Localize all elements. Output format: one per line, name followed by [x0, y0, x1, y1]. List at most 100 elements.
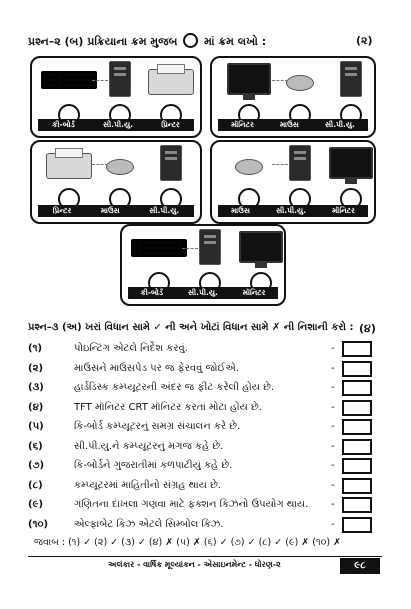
answer-box[interactable] — [342, 497, 372, 513]
statement-dash: - — [331, 343, 335, 354]
device-item — [269, 145, 331, 210]
sequence-group: મૉનિટર માઉસ સી.પી.યુ. — [210, 56, 376, 138]
footer-divider — [28, 556, 382, 557]
sequence-group: માઉસ સી.પી.યુ. મૉનિટર — [210, 140, 376, 224]
statement-dash: - — [331, 440, 335, 452]
statement-dash: - — [331, 479, 335, 491]
answer-box[interactable] — [342, 380, 372, 396]
q2-number: પ્રશ્ન–૨ — [28, 35, 61, 48]
device-item — [269, 61, 331, 126]
answer-box[interactable] — [342, 399, 372, 416]
statement-number: (૭) — [28, 460, 45, 471]
statement-number: (૮) — [28, 479, 43, 491]
mouse-icon — [235, 159, 263, 175]
sequence-group: કી-બોર્ડ સી.પી.યુ. પ્રિન્ટર — [30, 56, 202, 138]
statement-text: TFT મૉનિટર CRT મૉનિટર કરતાં મોટા હોય છે. — [74, 401, 262, 413]
statement-dash: - — [331, 401, 335, 413]
circle-icon — [183, 33, 199, 48]
device-label-bar: માઉસ સી.પી.યુ. મૉનિટર — [218, 205, 368, 217]
mouse-icon — [286, 75, 314, 91]
connector-line — [272, 164, 288, 165]
statement-text: હાર્ડડિસ્ક કમ્પ્યૂટરની અંદર જ ફીટ કરેલી … — [74, 382, 275, 393]
device-label: પ્રિન્ટર — [52, 206, 72, 215]
q3-part: (અ) — [61, 322, 82, 333]
q3-instruction: ખરાં વિધાન સામે ✓ ની અને ખોટાં વિધાન સામ… — [85, 322, 354, 333]
connector-line — [272, 80, 288, 81]
statement-row: (૮) કમ્પ્યૂટરમાં માહિતીનો સંગ્રહ થાય છે. - — [28, 477, 380, 496]
device-label: પ્રિન્ટર — [161, 120, 180, 129]
q2-marks: (૨) — [356, 34, 373, 47]
device-label: સી.પી.યુ. — [276, 206, 307, 215]
statement-number: (૧૦) — [28, 518, 49, 530]
statement-number: (૩) — [28, 382, 44, 393]
statement-number: (૫) — [28, 421, 44, 432]
device-label: મૉનિટર — [231, 120, 254, 129]
statement-row: (૬) સી.પી.યુ.ને કમ્પ્યૂટરનું મગજ કહે છે. - — [28, 438, 380, 457]
statement-dash: - — [331, 460, 335, 471]
statement-row: (૪) TFT મૉનિટર CRT મૉનિટર કરતાં મોટા હોય … — [28, 399, 380, 418]
answer-key: જવાબ : (૧) ✓ (૨) ✓ (૩) ✓ (૪) ✗ (૫) ✗ (૬)… — [34, 537, 342, 548]
sequence-group: પ્રિન્ટર માઉસ સી.પી.યુ. — [30, 140, 202, 224]
cpu-icon — [160, 145, 182, 181]
device-label: કી-બોર્ડ — [52, 120, 75, 129]
statement-dash: - — [331, 518, 335, 530]
device-item — [320, 61, 382, 126]
device-label: સી.પી.યુ. — [103, 120, 133, 129]
device-label: માઉસ — [100, 206, 120, 215]
statement-number: (૬) — [28, 440, 43, 452]
device-label: મૉનિટર — [332, 206, 355, 215]
answer-box[interactable] — [342, 477, 372, 494]
cpu-icon — [109, 61, 131, 97]
device-label: માઉસ — [279, 120, 299, 129]
statement-text: ગણિતના દાખલા ગણવા માટે ફંક્શન કિઝનો ઉપયો… — [74, 499, 309, 510]
q3-heading: પ્રશ્ન–૩ (અ) ખરાં વિધાન સામે ✓ ની અને ખો… — [28, 322, 354, 333]
device-item — [140, 61, 202, 126]
page-number: ૯૮ — [340, 558, 380, 574]
answer-box[interactable] — [342, 360, 372, 377]
connector-line — [92, 164, 108, 165]
statement-row: (૩) હાર્ડડિસ્ક કમ્પ્યૂટરની અંદર જ ફીટ કરે… — [28, 380, 380, 398]
statement-number: (૨) — [28, 362, 44, 374]
printer-icon — [46, 148, 92, 179]
answer-box[interactable] — [342, 419, 372, 435]
q2-part: (બ) — [64, 35, 84, 48]
statement-text: પોઇન્ટિંગ એટલે નિર્દેશ કરવું. — [74, 343, 188, 354]
q2-instruction-before: પ્રક્રિયાના ક્રમ મુજબ — [87, 35, 178, 48]
device-item — [320, 145, 382, 210]
cpu-icon — [199, 229, 221, 265]
device-label: સી.પી.યુ. — [324, 120, 355, 129]
connector-line — [182, 248, 198, 249]
device-label-bar: કી-બોર્ડ સી.પી.યુ. પ્રિન્ટર — [38, 119, 194, 131]
connector-line — [92, 80, 108, 81]
statement-row: (૨) માઉસને માઉસપેડ પર જ ફેરવવું જોઈએ. - — [28, 360, 380, 379]
device-label-bar: પ્રિન્ટર માઉસ સી.પી.યુ. — [38, 205, 194, 217]
monitor-icon — [239, 231, 283, 268]
statement-text: એલ્ફાબેટ કિઝ એટલે સિમ્બોલ કિઝ. — [74, 518, 224, 530]
device-label: સી.પી.યુ. — [149, 206, 180, 215]
statement-row: (૧૦) એલ્ફાબેટ કિઝ એટલે સિમ્બોલ કિઝ. - — [28, 516, 380, 535]
statement-text: માઉસને માઉસપેડ પર જ ફેરવવું જોઈએ. — [74, 362, 239, 374]
device-label-bar: મૉનિટર માઉસ સી.પી.યુ. — [218, 119, 368, 131]
device-label: સી.પી.યુ. — [187, 288, 218, 297]
statement-number: (૧) — [28, 343, 43, 354]
statement-text: કિ-બોર્ડને ગુજરાતીમાં કળપાટીયું કહે છે. — [74, 460, 233, 471]
statement-row: (૯)ગણિતના દાખલા ગણવા માટે ફંક્શન કિઝનો ઉ… — [28, 497, 380, 515]
statement-number: (૪) — [28, 401, 44, 413]
statement-text: કમ્પ્યૂટરમાં માહિતીનો સંગ્રહ થાય છે. — [74, 479, 221, 491]
device-label: માઉસ — [231, 206, 250, 215]
q3-marks: (૪) — [359, 322, 376, 335]
statement-dash: - — [331, 362, 335, 374]
statement-text: સી.પી.યુ.ને કમ્પ્યૂટરનું મગજ કહે છે. — [74, 440, 224, 452]
answer-box[interactable] — [342, 341, 372, 357]
statement-row: (૭) કિ-બોર્ડને ગુજરાતીમાં કળપાટીયું કહે છ… — [28, 458, 380, 476]
answer-box[interactable] — [342, 438, 372, 455]
answer-box[interactable] — [342, 516, 372, 533]
keyboard-icon — [41, 71, 97, 89]
answer-box[interactable] — [342, 458, 372, 474]
monitor-icon — [329, 147, 373, 184]
statement-dash: - — [331, 499, 335, 510]
device-item — [230, 229, 292, 294]
q2-heading: પ્રશ્ન–૨ (બ) પ્રક્રિયાના ક્રમ મુજબ માં ક… — [28, 33, 266, 49]
statement-row: (૫)કિ-બોર્ડ કમ્પ્યૂટરનું સમગ્ર સંચાલન કર… — [28, 419, 380, 437]
